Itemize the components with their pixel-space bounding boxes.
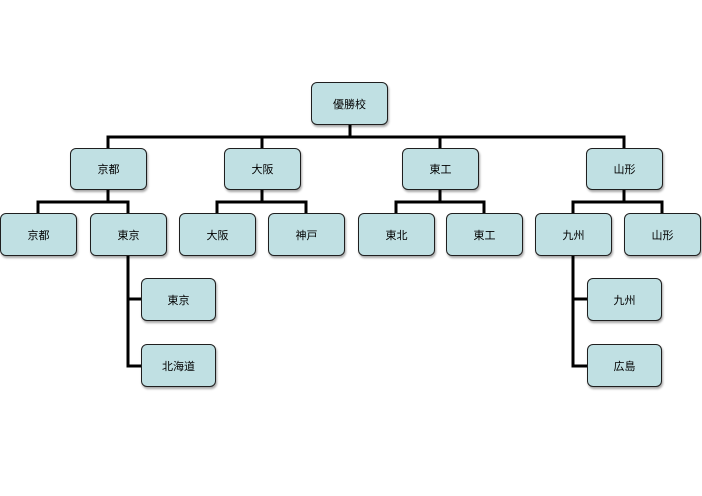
node-group-3: 東工: [402, 148, 479, 190]
node-g1-child-2: 東京: [90, 213, 167, 256]
node-g2-child-1: 大阪: [179, 213, 256, 256]
node-group-1: 京都: [70, 148, 147, 190]
node-g1c2-sub-2: 北海道: [141, 344, 216, 387]
node-g3-child-1: 東北: [358, 213, 435, 256]
node-g4c1-sub-1: 九州: [587, 278, 662, 321]
node-g4c1-sub-2: 広島: [587, 344, 662, 387]
node-g1c2-sub-1: 東京: [141, 278, 216, 321]
node-g3-child-2: 東工: [446, 213, 523, 256]
node-group-2: 大阪: [224, 148, 301, 190]
node-g4-child-2: 山形: [624, 213, 701, 256]
node-root: 優勝校: [311, 82, 388, 125]
node-g2-child-2: 神戸: [268, 213, 345, 256]
node-g1-child-1: 京都: [0, 213, 77, 256]
node-g4-child-1: 九州: [535, 213, 612, 256]
node-group-4: 山形: [586, 148, 663, 190]
